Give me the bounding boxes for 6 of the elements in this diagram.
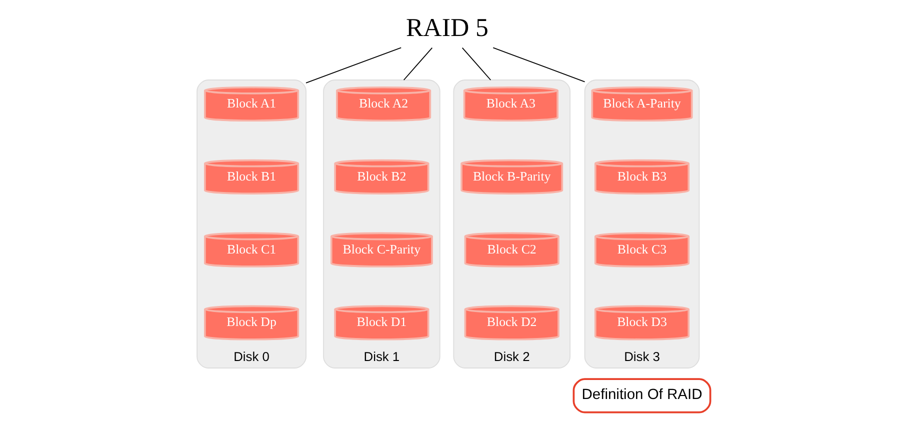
connector	[403, 47, 433, 80]
node-box: Definition Of RAID	[572, 378, 712, 414]
connector	[462, 47, 492, 80]
connector	[492, 47, 586, 82]
node-text: RAID 5	[406, 13, 488, 42]
connector	[306, 47, 402, 84]
